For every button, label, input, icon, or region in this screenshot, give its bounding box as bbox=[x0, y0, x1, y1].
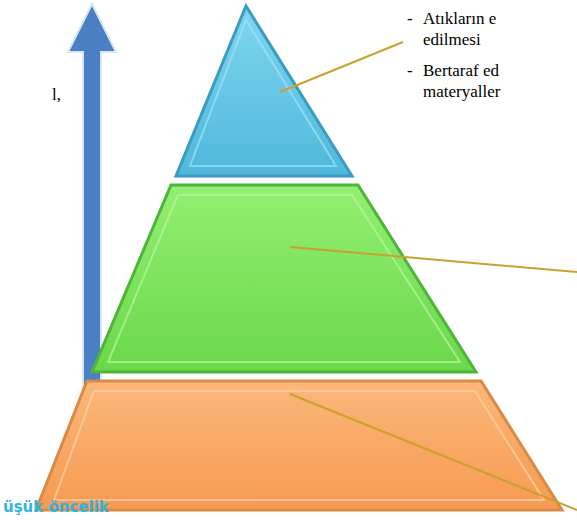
pyramid-top-layer bbox=[176, 6, 352, 176]
pyramid-middle-layer bbox=[92, 185, 476, 372]
leader-line bbox=[290, 394, 577, 510]
bullet-dash: - bbox=[407, 8, 413, 29]
callout-text: Atıkların e edilmesi bbox=[423, 8, 523, 50]
leader-line bbox=[280, 42, 403, 92]
priority-label: üşük öncelik bbox=[3, 497, 109, 518]
bevel bbox=[190, 20, 336, 166]
callout-text: Bertaraf ed materyaller bbox=[423, 60, 523, 102]
bevel bbox=[54, 391, 544, 500]
leader-line bbox=[290, 247, 577, 272]
bullet-dash: - bbox=[407, 60, 413, 81]
bevel bbox=[108, 195, 460, 362]
text-fragment: l, bbox=[52, 84, 61, 105]
pyramid-bottom-layer bbox=[36, 381, 562, 510]
